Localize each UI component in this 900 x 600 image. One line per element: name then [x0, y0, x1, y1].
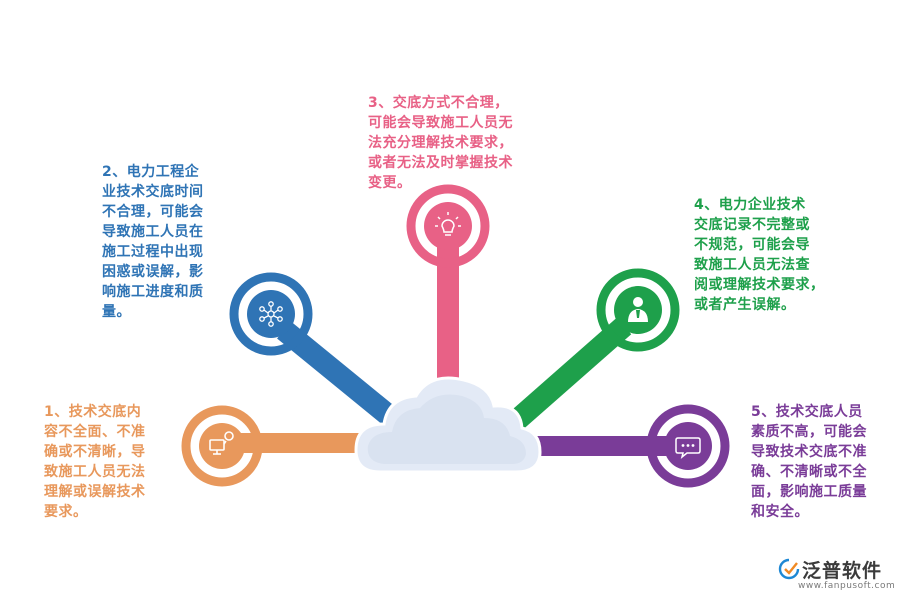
branch-5: [500, 404, 730, 488]
fanpu-logo-icon: [778, 558, 800, 580]
branch-1-disc: [199, 423, 245, 469]
branch-3-ring: [406, 184, 490, 268]
branch-2-disc: [247, 290, 295, 338]
branch-4-arm: [500, 317, 632, 437]
brand-url: www.fanpusoft.com: [798, 581, 896, 591]
brand-name: 泛普软件: [802, 560, 883, 582]
item-4-text: 4、电力企业技术 交底记录不完整或 不规范，可能会导 致施工人员无法查 阅或理解…: [694, 197, 825, 313]
cloud-hub: [354, 376, 542, 474]
monitor-network-icon: [209, 431, 234, 455]
branch-4: [500, 268, 680, 437]
branch-5-ring: [646, 404, 730, 488]
branch-2-ring: [229, 272, 313, 356]
branch-4-ring: [596, 268, 680, 352]
item-3-text: 3、交底方式不合理， 可能会导致施工人员无 法充分理解技术要求， 或者无法及时掌…: [368, 95, 513, 191]
branch-2: [229, 272, 411, 437]
branch-1-ring: [181, 405, 263, 487]
chat-bubble-icon: [675, 437, 701, 459]
network-nodes-icon: [259, 301, 283, 327]
branch-2-arm: [277, 321, 411, 437]
item-1-text: 1、技术交底内 容不全面、不准 确或不清晰，导 致施工人员无法 理解或误解技术 …: [44, 404, 146, 520]
branch-3-disc: [424, 202, 472, 250]
brand-logo: 泛普软件 www.fanpusoft.com: [778, 556, 895, 594]
person-icon: [628, 297, 648, 322]
branch-5-arm: [500, 436, 670, 456]
item-5-text: 5、技术交底人员 素质不高，可能会 导致技术交底不准 确、不清晰或不全 面，影响…: [751, 404, 867, 520]
branch-3-arm: [437, 244, 459, 414]
branch-3: [406, 184, 490, 414]
lightbulb-icon: [435, 212, 461, 236]
item-2-text: 2、电力工程企 业技术交底时间 不合理，可能会 导致施工人员在 施工过程中出现 …: [102, 164, 204, 320]
